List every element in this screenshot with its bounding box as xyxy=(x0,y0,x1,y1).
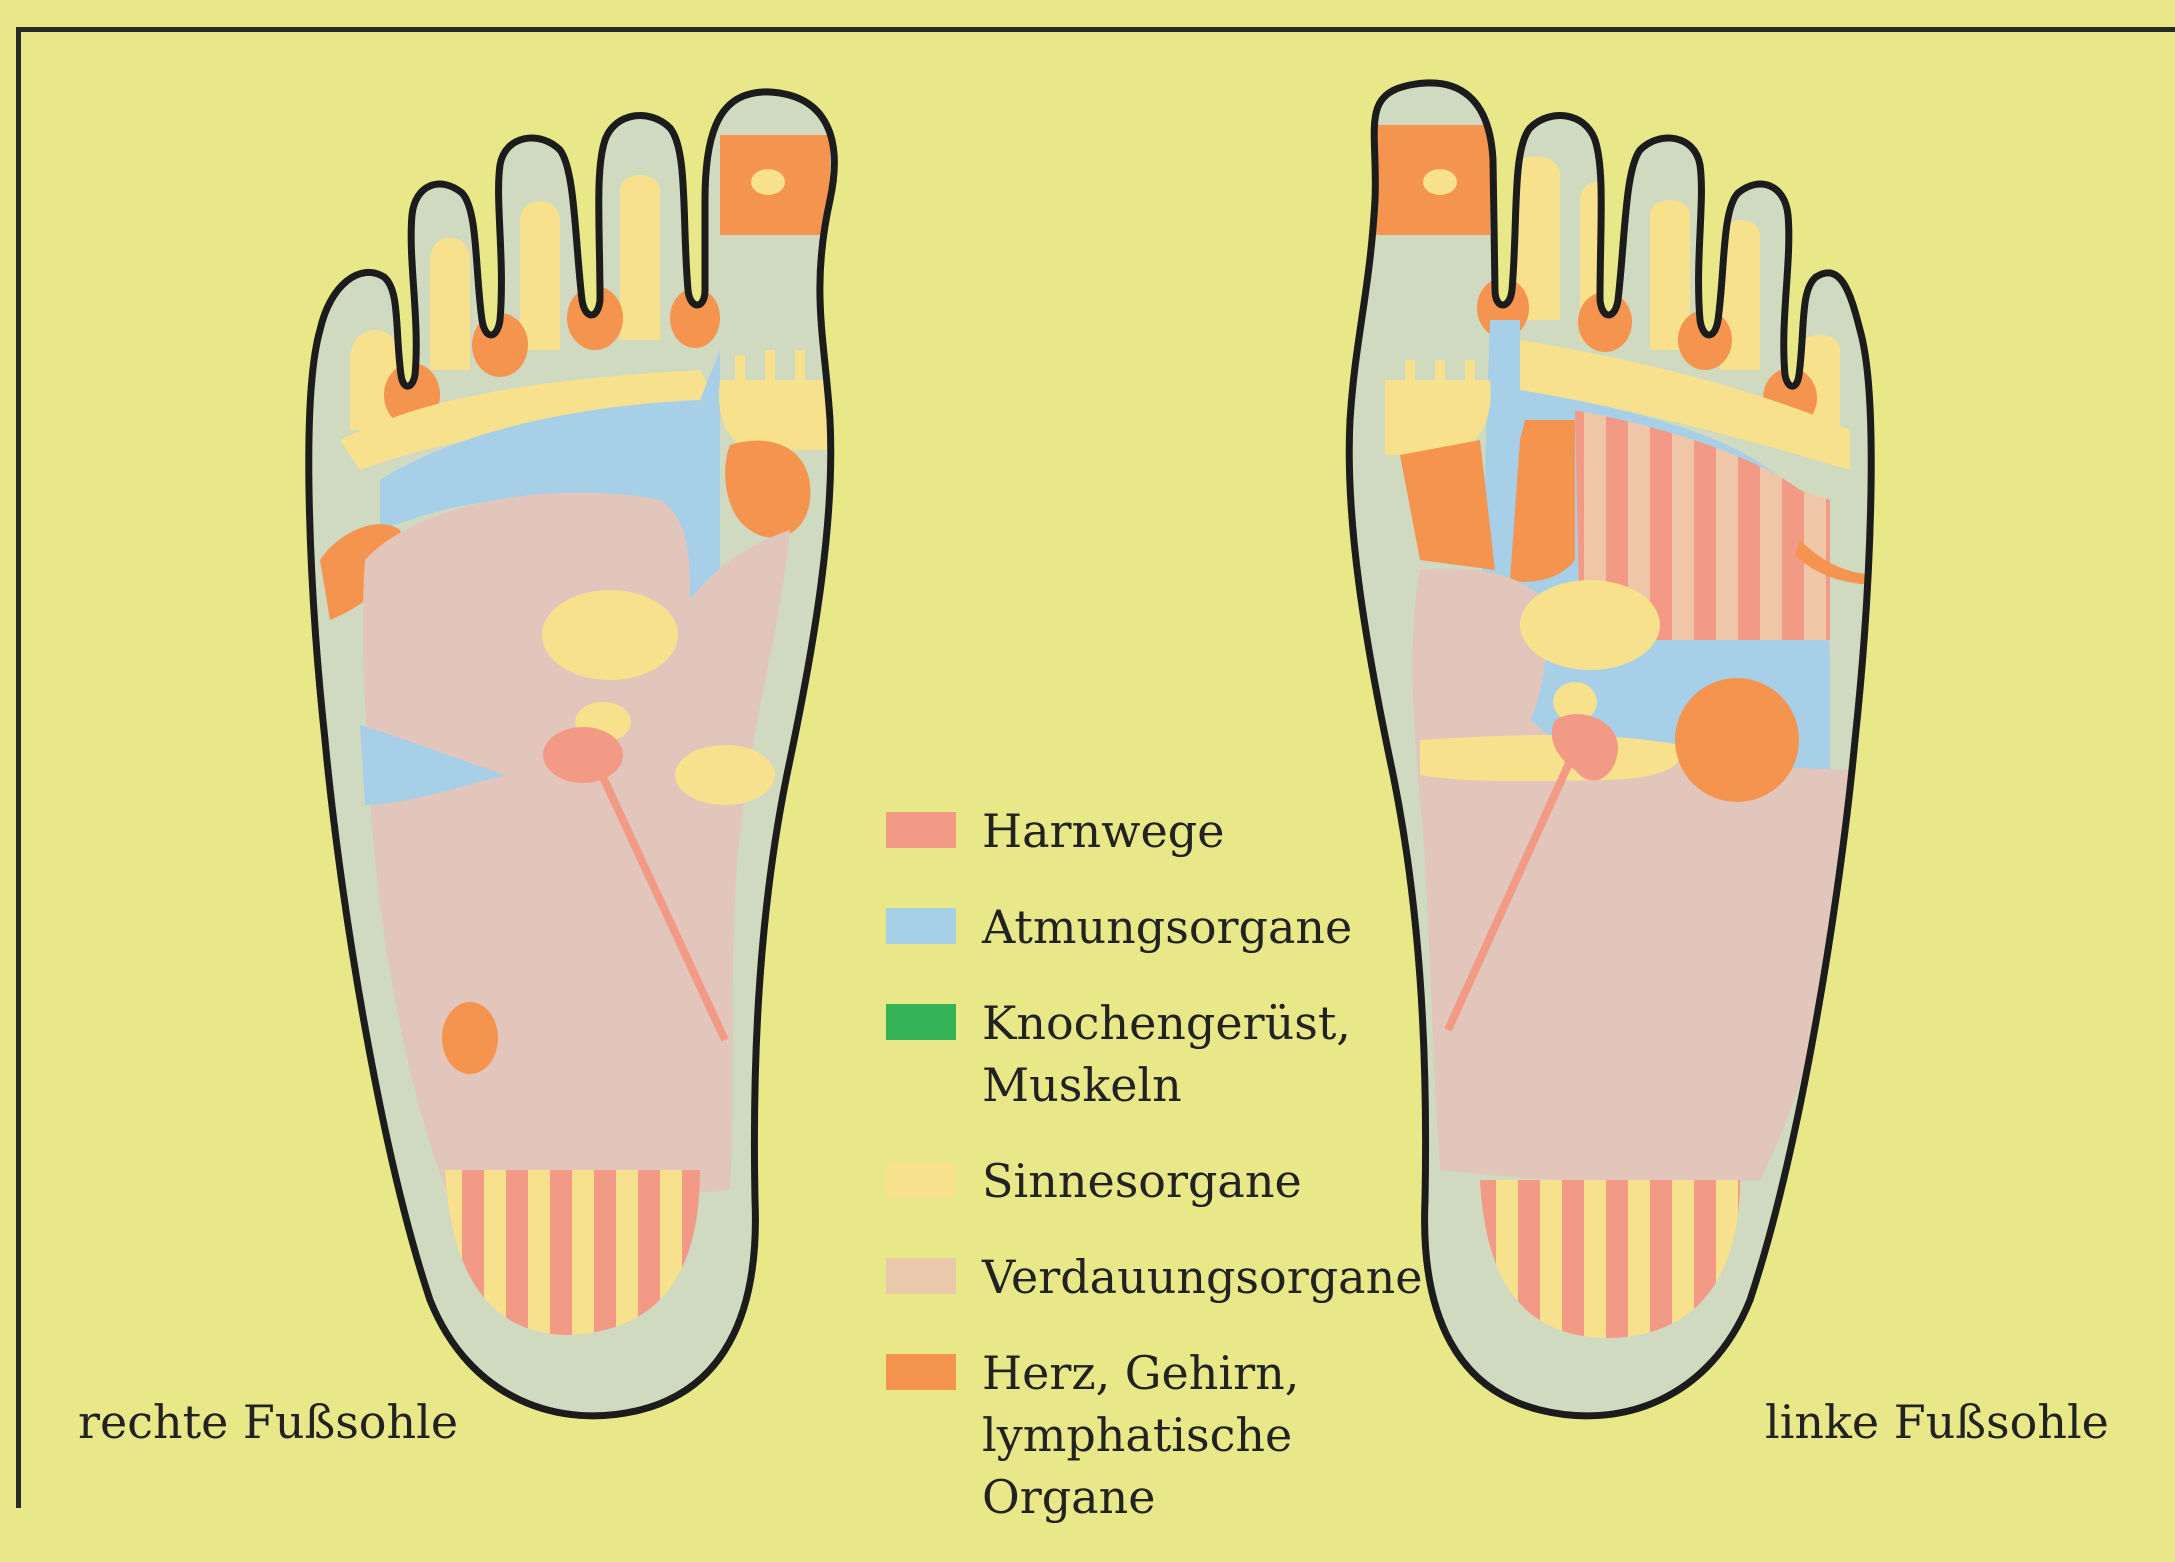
legend-item-atmungsorgane: Atmungsorgane xyxy=(886,896,1446,958)
legend-label: Atmungsorgane xyxy=(982,896,1352,958)
legend-swatch xyxy=(886,812,956,848)
legend-item-sinnesorgane: Sinnesorgane xyxy=(886,1150,1446,1212)
legend-swatch xyxy=(886,1162,956,1198)
legend-label: Sinnesorgane xyxy=(982,1150,1302,1212)
legend-item-knochengeruest: Knochengerüst, Muskeln xyxy=(886,992,1446,1116)
legend-swatch xyxy=(886,1258,956,1294)
legend-swatch xyxy=(886,908,956,944)
legend-swatch xyxy=(886,1354,956,1390)
legend-item-verdauungsorgane: Verdauungsorgane xyxy=(886,1246,1446,1308)
legend-label: Herz, Gehirn, lymphatische Organe xyxy=(982,1342,1446,1528)
right-foot-label: rechte Fußsohle xyxy=(78,1395,458,1449)
legend: Harnwege Atmungsorgane Knochengerüst, Mu… xyxy=(886,800,1446,1562)
legend-label: Verdauungsorgane xyxy=(982,1246,1422,1308)
legend-swatch xyxy=(886,1004,956,1040)
legend-item-herz: Herz, Gehirn, lymphatische Organe xyxy=(886,1342,1446,1528)
legend-label: Harnwege xyxy=(982,800,1224,862)
legend-item-harnwege: Harnwege xyxy=(886,800,1446,862)
right-foot-sole xyxy=(300,80,860,1440)
legend-label: Knochengerüst, Muskeln xyxy=(982,992,1351,1116)
left-foot-label: linke Fußsohle xyxy=(1765,1395,2109,1449)
